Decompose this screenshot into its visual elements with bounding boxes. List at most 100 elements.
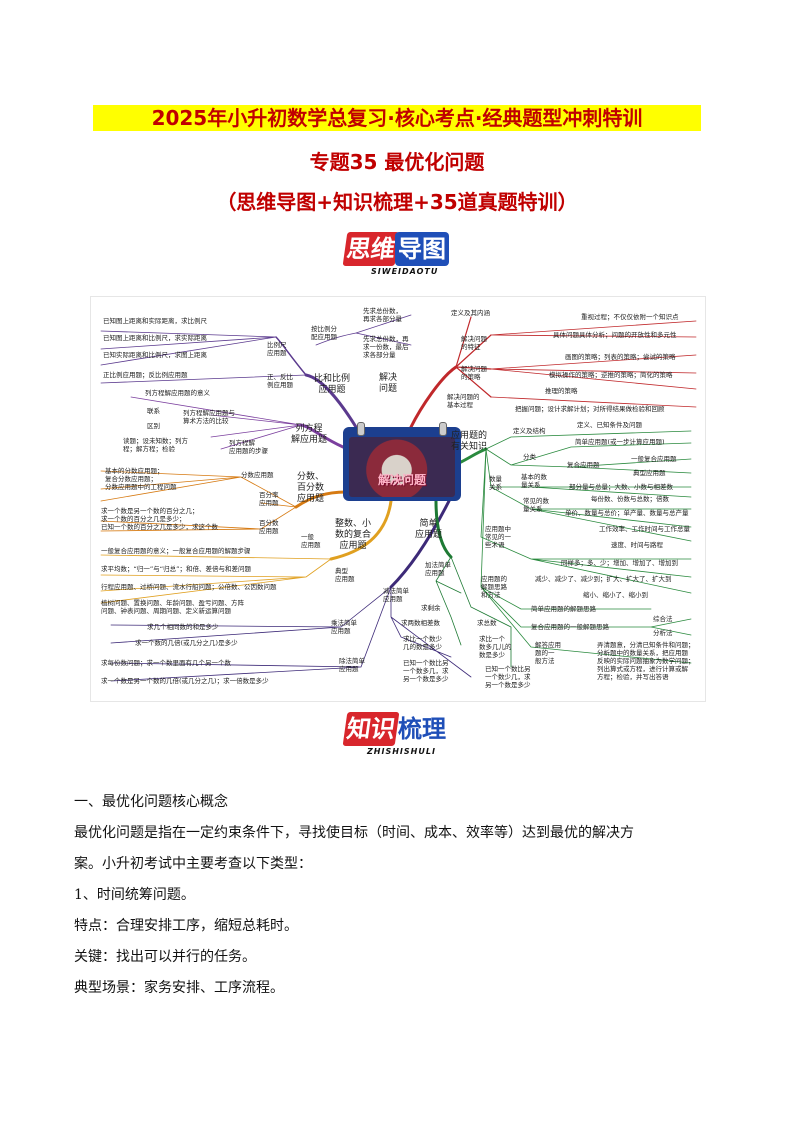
scene-line: 典型场景：家务安排、工序流程。 — [74, 980, 284, 996]
mm-right-44: 已知一个数比另一个数少几，求另一个数是多少 — [485, 665, 531, 689]
mm-left-8: 先求总份数，再求一份数，最后求各部分量 — [363, 335, 409, 359]
list-item-1: 1、时间统筹问题。 — [74, 887, 195, 903]
mm-right-37: 减法简单应用题 — [383, 587, 409, 603]
mm-right-38: 求剩余 — [421, 604, 441, 612]
branch-ratio: 比和比例应用题 — [314, 374, 351, 395]
mm-left-26: 求几个相同数的和是多少 — [147, 623, 219, 631]
mm-right-30: 简单应用题的解题思路 — [531, 605, 596, 613]
mm-left-0: 已知图上距离和实际距离，求比例尺 — [103, 317, 207, 325]
branch-simple: 简单应用题 — [415, 519, 443, 540]
logo-subtitle: ZHISHISHULI — [367, 747, 436, 756]
mm-right-3: 具体问题具体分析；问题的开放性和多元性 — [553, 331, 677, 339]
mm-right-34: 解答应用题的一般方法 — [535, 641, 561, 665]
mm-left-19: 百分数应用题 — [259, 519, 279, 535]
mm-right-27: 减少、减少了、减少到；扩大、扩大了、扩大到 — [535, 575, 672, 583]
paragraph-line-1: 最优化问题是指在一定约束条件下，寻找使目标（时间、成本、效率等）达到最优的解决方 — [74, 825, 634, 841]
logo-red-text: 思维 — [342, 232, 400, 266]
key-line: 关键：找出可以并行的任务。 — [74, 949, 256, 965]
mm-left-27: 求一个数的几倍(或几分之几)是多少 — [135, 639, 238, 647]
mm-right-31: 复合应用题的一般解题思路 — [531, 623, 609, 631]
mm-left-30: 除法简单应用题 — [339, 657, 365, 673]
mm-right-39: 求两数相差数 — [401, 619, 440, 627]
logo-blue-text: 梳理 — [398, 715, 446, 743]
mm-left-24: 行程应用题、过桥问题、流水行船问题；公倍数、公因数问题 — [101, 583, 277, 591]
mm-right-10: 定义及结构 — [513, 427, 546, 435]
mm-left-2: 已知实际距离和比例尺，求图上距离 — [103, 351, 207, 359]
mm-left-6: 按比例分配应用题 — [311, 325, 337, 341]
branch-solve: 解决问题 — [379, 373, 398, 394]
section-heading: 一、最优化问题核心概念 — [74, 794, 228, 810]
mm-left-16: 分数应用题 — [241, 471, 274, 479]
mm-right-28: 缩小、缩小了、缩小到 — [583, 591, 648, 599]
paragraph-line-2: 案。小升初考试中主要考查以下类型： — [74, 856, 312, 872]
mm-right-2: 重视过程；不仅仅依附一个知识点 — [581, 313, 679, 321]
mm-left-25: 植树问题、置换问题、年龄问题、盈亏问题、方阵问题、钟表问题、周期问题、定义新运算… — [101, 599, 244, 615]
mm-left-21: 一般应用题 — [301, 533, 321, 549]
mind-map-connectors — [100, 314, 697, 682]
mm-right-7: 推理的策略 — [545, 387, 578, 395]
mm-left-29: 求每份数问题；求一个数里面有几个另一个数 — [101, 659, 231, 667]
mm-left-12: 列方程解应用题与算术方法的比较 — [183, 409, 235, 425]
mm-left-23: 典型应用题 — [335, 567, 355, 583]
mm-right-9: 把握问题；设计求解计划；对所得结果做检验和回顾 — [515, 405, 665, 413]
mm-right-15: 一般复合应用题 — [631, 455, 677, 463]
mm-right-23: 工作效率、工作时间与工作总量 — [599, 525, 690, 533]
mm-left-28: 乘法简单应用题 — [331, 619, 357, 635]
branch-equation: 列方程解应用题 — [291, 424, 328, 445]
mm-right-36: 加法简单应用题 — [425, 561, 451, 577]
branch-fraction: 分数、百分数应用题 — [297, 472, 325, 504]
mm-right-0: 定义及其内涵 — [451, 309, 490, 317]
feature-line: 特点：合理安排工序，缩短总耗时。 — [74, 918, 298, 934]
mm-right-29: 应用题的解题思路和方法 — [481, 575, 507, 599]
topic-subtitle: （思维导图+知识梳理+35道真题特训） — [216, 190, 578, 214]
mm-right-33: 分析法 — [653, 629, 673, 637]
mm-left-13: 读题；设未知数；列方程；解方程；检验 — [123, 437, 188, 453]
mm-right-14: 复合应用题 — [567, 461, 600, 469]
logo-red-text: 知识 — [342, 712, 400, 746]
mm-right-11: 定义、已知条件及问题 — [577, 421, 642, 429]
mm-left-31: 求一个数是另一个数的几倍(或几分之几)；求一倍数是多少 — [101, 677, 269, 685]
mm-right-21: 常见的数量关系 — [523, 497, 549, 513]
mm-left-22: 求平均数；“归一”与“归总”；和倍、差倍与和差问题 — [101, 565, 251, 573]
topic-title: 专题35 最优化问题 — [309, 150, 485, 174]
mm-right-18: 基本的数量关系 — [521, 473, 547, 489]
mm-right-5: 画图的策略；列表的策略；尝试的策略 — [565, 353, 676, 361]
mm-left-9: 列方程解应用题的意义 — [145, 389, 210, 397]
center-label: 解决问题 — [377, 473, 426, 487]
mm-right-12: 简单应用题(或一步计算应用题) — [575, 438, 665, 446]
mm-right-13: 分类 — [523, 453, 536, 461]
branch-integer: 整数、小数的复合应用题 — [335, 519, 372, 551]
mm-right-4: 解决问题的策略 — [461, 365, 487, 381]
center-image — [349, 437, 455, 497]
mm-right-40: 求总数 — [477, 619, 497, 627]
mindmap-logo: 思维 导图 SIWEIDAOTU — [342, 232, 449, 278]
mm-right-42: 求比一个数多几儿的数是多少 — [479, 635, 512, 659]
calendar-ring — [357, 422, 365, 436]
mm-right-22: 单价、数量与总价；单产量、数量与总产量 — [565, 509, 689, 517]
mm-left-18: 求一个数是另一个数的百分之几；求一个数的百分之几是多少；已知一个数的百分之几是多… — [101, 507, 218, 531]
mm-right-6: 模拟操作的策略；逆推的策略；简化的策略 — [549, 371, 673, 379]
branch-knowledge: 应用题的有关知识 — [451, 431, 488, 452]
mm-left-5: 正、反比例应用题 — [267, 373, 293, 389]
mm-right-35: 弄清题意，分清已知条件和问题；分析题中的数量关系，把应用题反映的实际问题抽象为数… — [597, 641, 695, 681]
mm-left-4: 正比例应用题；反比例应用题 — [103, 371, 188, 379]
mm-right-41: 求比一个数少几的数是多少 — [403, 635, 442, 651]
logo-subtitle: SIWEIDAOTU — [371, 267, 439, 276]
mm-right-25: 应用题中常见的一些术语 — [485, 525, 511, 549]
mm-right-43: 已知一个数比另一个数多几，求另一个数是多少 — [403, 659, 449, 683]
mm-left-7: 先求总份数，再求各部分量 — [363, 307, 402, 323]
mm-left-11: 区别 — [147, 422, 160, 430]
mm-right-16: 典型应用题 — [633, 469, 666, 477]
mm-right-20: 每份数、份数与总数；倍数 — [591, 495, 669, 503]
mm-right-17: 数量关系 — [489, 475, 502, 491]
mm-right-26: 同样多；多、少；增加、增加了、增加到 — [561, 559, 678, 567]
logo-blue-text: 导图 — [395, 232, 449, 266]
mm-right-1: 解决问题的特征 — [461, 335, 487, 351]
mm-left-15: 基本的分数应用题；复合分数应用题；分数应用题中的工程问题 — [105, 467, 177, 491]
knowledge-logo: 知识 梳理 ZHISHISHULI — [342, 712, 449, 758]
mm-left-3: 比例尺应用题 — [267, 341, 287, 357]
mm-right-24: 速度、时间与路程 — [611, 541, 663, 549]
mind-map-center: 解决问题 — [343, 422, 461, 501]
mm-left-17: 百分率应用题 — [259, 491, 279, 507]
mm-right-32: 综合法 — [653, 615, 673, 623]
